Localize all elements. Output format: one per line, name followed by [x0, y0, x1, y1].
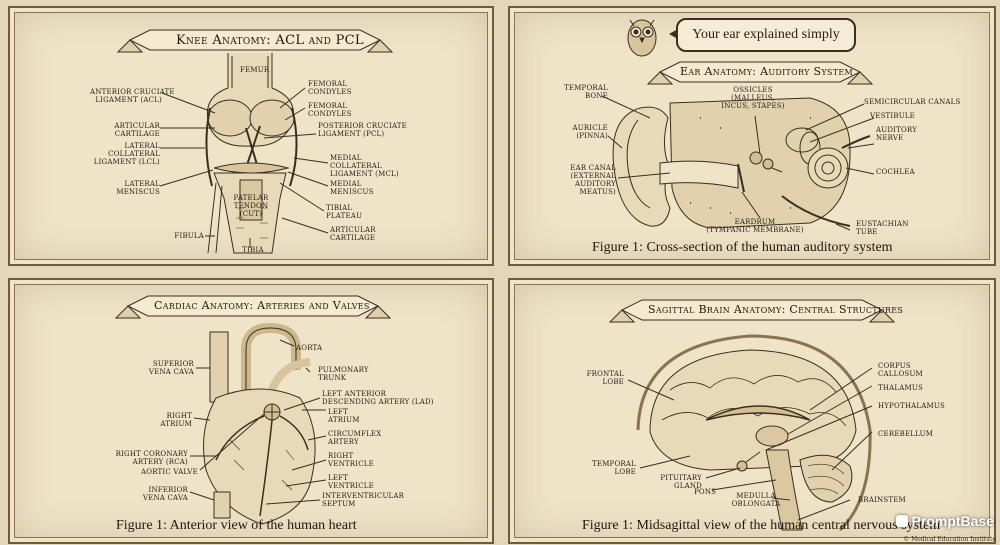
- label-brainstem: BRAINSTEM: [858, 496, 906, 504]
- label-left-ventricle: LEFT VENTRICLE: [328, 474, 374, 490]
- brain-anatomy-panel: Sagittal Brain Anatomy: Central Structur…: [508, 278, 996, 544]
- ear-illustration: [601, 19, 875, 231]
- label-eustachian-tube: EUSTACHIAN TUBE: [856, 220, 909, 236]
- label-circumflex: CIRCUMFLEX ARTERY: [328, 430, 382, 446]
- label-lad: LEFT ANTERIOR DESCENDING ARTERY (LAD): [322, 390, 434, 406]
- label-cerebellum: CEREBELLUM: [878, 430, 934, 438]
- label-tibia: TIBIA: [242, 246, 264, 254]
- heart-anatomy-panel: Cardiac Anatomy: Arteries and Valves AOR…: [8, 278, 494, 544]
- label-fibula: FIBULA: [174, 232, 204, 240]
- label-articular-cartilage-left: ARTICULAR CARTILAGE: [114, 122, 160, 138]
- label-medial-meniscus: MEDIAL MENISCUS: [330, 180, 374, 196]
- label-vestibule: VESTIBULE: [870, 112, 915, 120]
- brain-title: Sagittal Brain Anatomy: Central Structur…: [648, 303, 904, 316]
- label-femur: FEMUR: [240, 66, 270, 74]
- knee-illustration: [116, 29, 394, 254]
- label-pulmonary-trunk: PULMONARY TRUNK: [318, 366, 369, 382]
- promptbase-watermark: PromptBase: [895, 513, 994, 529]
- label-pcl: POSTERIOR CRUCIATE LIGAMENT (PCL): [318, 122, 407, 138]
- label-hypothalamus: HYPOTHALAMUS: [878, 402, 945, 410]
- label-aortic-valve: AORTIC VALVE: [141, 468, 198, 476]
- label-right-ventricle: RIGHT VENTRICLE: [328, 452, 374, 468]
- label-temporal-lobe: TEMPORAL LOBE: [592, 460, 636, 476]
- label-lcl: LATERAL COLLATERAL LIGAMENT (LCL): [93, 142, 160, 166]
- brain-illustration: [608, 299, 896, 532]
- label-temporal-bone: TEMPORAL BONE: [564, 84, 608, 100]
- label-frontal-lobe: FRONTAL LOBE: [586, 370, 624, 386]
- heart-illustration: [114, 295, 392, 525]
- label-femoral-condyles-2: FEMORAL CONDYLES: [308, 102, 352, 118]
- brain-caption: Figure 1: Midsagittal view of the human …: [582, 518, 941, 533]
- label-eardrum: EARDRUM (TYMPANIC MEMBRANE): [706, 218, 804, 234]
- knee-title: Knee Anatomy: ACL and PCL: [176, 33, 364, 48]
- heart-title: Cardiac Anatomy: Arteries and Valves: [154, 299, 370, 312]
- label-ear-canal: EAR CANAL (EXTERNAL AUDITORY MEATUS): [570, 164, 616, 196]
- label-ossicles: OSSICLES (MALLEUS, INCUS, STAPES): [721, 86, 785, 110]
- label-cochlea: COCHLEA: [876, 168, 915, 176]
- label-patellar-tendon: PATELAR TENDON (cut): [233, 194, 269, 218]
- owl-icon: [627, 19, 657, 57]
- ear-caption: Figure 1: Cross-section of the human aud…: [592, 240, 893, 255]
- label-thalamus: THALAMUS: [878, 384, 923, 392]
- label-semicircular-canals: SEMICIRCULAR CANALS: [864, 98, 961, 106]
- label-right-atrium: RIGHT ATRIUM: [160, 412, 192, 428]
- knee-anatomy-panel: Knee Anatomy: ACL and PCL FEMUR FEMORAL …: [8, 6, 494, 266]
- label-auditory-nerve: AUDITORY NERVE: [876, 126, 918, 142]
- promptbase-logo-icon: [895, 515, 908, 527]
- speech-bubble: Your ear explained simply: [669, 18, 856, 52]
- label-mcl: MEDIAL COLLATERAL LIGAMENT (MCL): [330, 154, 399, 178]
- label-septum: INTERVENTRICULAR SEPTUM: [322, 492, 405, 508]
- label-pons: PONS: [694, 488, 717, 496]
- label-pituitary-gland: PITUITARY GLAND: [660, 474, 702, 490]
- label-auricle: AURICLE (PINNA): [572, 124, 608, 140]
- label-aorta: AORTA: [296, 344, 323, 352]
- ear-anatomy-panel: Your ear explained simply Ear Anatomy: A…: [508, 6, 996, 266]
- label-lateral-meniscus: LATERAL MENISCUS: [116, 180, 160, 196]
- label-corpus-callosum: CORPUS CALLOSUM: [878, 362, 923, 378]
- label-femoral-condyles-1: FEMORAL CONDYLES: [308, 80, 352, 96]
- heart-caption: Figure 1: Anterior view of the human hea…: [116, 518, 357, 533]
- label-medulla: MEDULLA OBLONGATA: [731, 492, 781, 508]
- credit-text: © Medical Education Institute: [903, 536, 996, 543]
- label-left-atrium: LEFT ATRIUM: [328, 408, 360, 424]
- label-superior-vena-cava: SUPERIOR VENA CAVA: [148, 360, 194, 376]
- label-tibial-plateau: TIBIAL PLATEAU: [326, 204, 363, 220]
- label-inferior-vena-cava: INFERIOR VENA CAVA: [142, 486, 188, 502]
- label-rca: RIGHT CORONARY ARTERY (RCA): [115, 450, 188, 466]
- label-articular-cartilage-right: ARTICULAR CARTILAGE: [330, 226, 376, 242]
- ear-title: Ear Anatomy: Auditory System: [680, 65, 853, 78]
- label-acl: ANTERIOR CRUCIATE LIGAMENT (ACL): [90, 88, 175, 104]
